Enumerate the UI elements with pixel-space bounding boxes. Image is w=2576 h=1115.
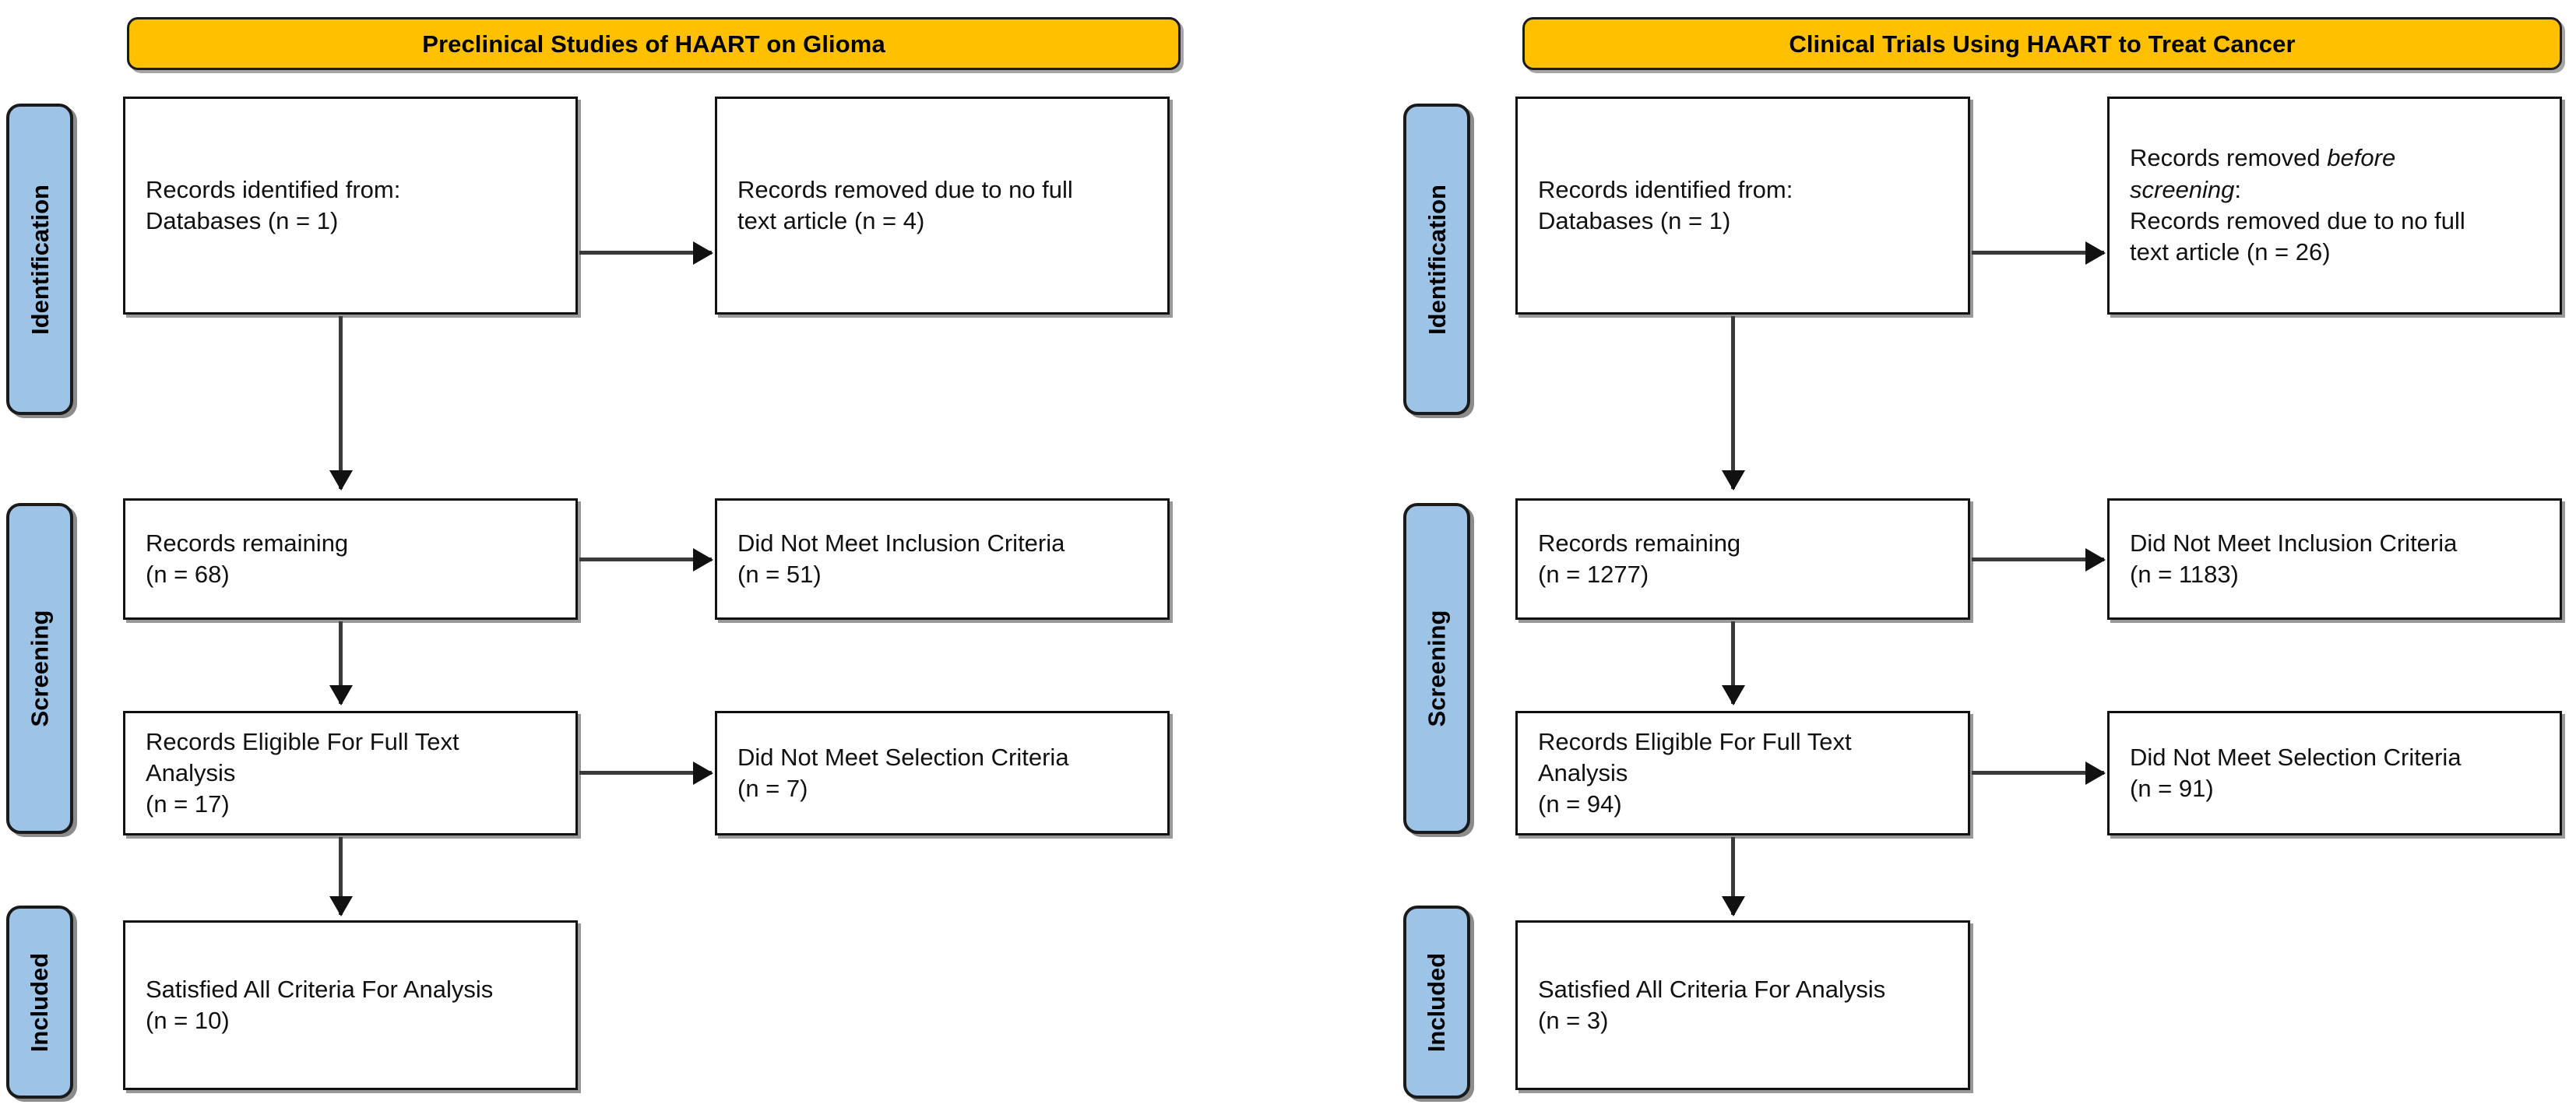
box-line: Did Not Meet Inclusion Criteria — [2130, 529, 2458, 557]
box-line: (n = 94) — [1538, 790, 1622, 818]
box-line: Did Not Meet Inclusion Criteria — [737, 529, 1065, 557]
panel-clinical: Clinical Trials Using HAART to Treat Can… — [1288, 0, 2576, 1115]
removed-italic-before: before — [2327, 144, 2396, 172]
box-not-meet-inclusion: Did Not Meet Inclusion Criteria (n = 118… — [2107, 498, 2562, 620]
box-line: Satisfied All Criteria For Analysis — [146, 975, 494, 1003]
connector-remaining-to-eligible — [339, 621, 343, 704]
connector-identified-to-remaining — [339, 316, 343, 489]
box-line: (n = 7) — [737, 775, 808, 802]
box-line: Records removed due to no full — [737, 175, 1073, 203]
box-records-removed: Records removed due to no full text arti… — [715, 97, 1170, 315]
box-line: Records Eligible For Full Text — [1538, 727, 1852, 755]
box-text: Records remaining (n = 68) — [125, 528, 575, 591]
box-records-remaining: Records remaining (n = 68) — [123, 498, 578, 620]
connector-eligible-to-satisfied — [339, 837, 343, 915]
stage-label-included: Included — [6, 906, 73, 1099]
connector-identified-to-remaining — [1731, 316, 1735, 489]
box-line: Did Not Meet Selection Criteria — [2130, 743, 2462, 771]
box-text: Did Not Meet Inclusion Criteria (n = 118… — [2110, 528, 2560, 591]
box-line: Records remaining — [146, 529, 349, 557]
box-not-meet-selection: Did Not Meet Selection Criteria (n = 91) — [2107, 711, 2562, 835]
panel-preclinical: Preclinical Studies of HAART on Glioma I… — [0, 0, 1288, 1115]
stage-label-text: Included — [1423, 952, 1451, 1052]
box-line: (n = 10) — [146, 1007, 230, 1034]
box-text: Satisfied All Criteria For Analysis (n =… — [1518, 974, 1968, 1037]
box-text: Records removed before screening: Record… — [2110, 142, 2560, 268]
box-text: Satisfied All Criteria For Analysis (n =… — [125, 974, 575, 1037]
box-line: (n = 17) — [146, 790, 230, 818]
box-line: Records remaining — [1538, 529, 1741, 557]
box-line: Records identified from: — [1538, 175, 1793, 203]
connector-remaining-to-not-inclusion — [1972, 558, 2104, 561]
connector-remaining-to-eligible — [1731, 621, 1735, 704]
box-line: (n = 1277) — [1538, 561, 1649, 588]
box-line: (n = 1183) — [2130, 561, 2239, 588]
box-text: Records identified from: Databases (n = … — [1518, 174, 1968, 237]
box-text: Did Not Meet Selection Criteria (n = 91) — [2110, 742, 2560, 805]
box-line: Analysis — [1538, 758, 1628, 786]
box-line: (n = 3) — [1538, 1007, 1609, 1034]
box-line: screening: — [2130, 174, 2539, 206]
box-line: (n = 51) — [737, 561, 822, 588]
box-line: Records identified from: — [146, 175, 401, 203]
stage-label-included: Included — [1403, 906, 1470, 1099]
box-line: Satisfied All Criteria For Analysis — [1538, 975, 1886, 1003]
connector-remaining-to-not-inclusion — [579, 558, 712, 561]
box-records-identified: Records identified from: Databases (n = … — [1515, 97, 1970, 315]
box-records-identified: Records identified from: Databases (n = … — [123, 97, 578, 315]
connector-identified-to-removed — [579, 251, 712, 255]
box-line: (n = 91) — [2130, 775, 2214, 802]
box-line: Did Not Meet Selection Criteria — [737, 743, 1069, 771]
box-line: Records removed due to no full — [2130, 207, 2465, 234]
box-line: (n = 68) — [146, 561, 230, 588]
box-line: text article (n = 4) — [737, 207, 925, 234]
panel-title-banner-clinical: Clinical Trials Using HAART to Treat Can… — [1522, 17, 2562, 70]
stage-label-screening: Screening — [1403, 503, 1470, 834]
stage-label-identification: Identification — [6, 104, 73, 415]
stage-label-identification: Identification — [1403, 104, 1470, 415]
box-text: Records Eligible For Full Text Analysis … — [125, 726, 575, 821]
box-line: Databases (n = 1) — [1538, 207, 1731, 234]
panel-title-text: Preclinical Studies of HAART on Glioma — [422, 30, 885, 58]
box-records-removed: Records removed before screening: Record… — [2107, 97, 2562, 315]
removed-prefix: Records removed — [2130, 144, 2328, 172]
connector-eligible-to-not-selection — [579, 771, 712, 775]
box-text: Records remaining (n = 1277) — [1518, 528, 1968, 591]
stage-label-text: Included — [26, 952, 54, 1052]
box-records-eligible: Records Eligible For Full Text Analysis … — [123, 711, 578, 835]
connector-eligible-to-not-selection — [1972, 771, 2104, 775]
box-satisfied-all-criteria: Satisfied All Criteria For Analysis (n =… — [1515, 920, 1970, 1090]
stage-label-text: Screening — [26, 610, 54, 727]
box-line: text article (n = 26) — [2130, 238, 2331, 266]
removed-italic-screening: screening — [2130, 175, 2235, 203]
box-text: Did Not Meet Selection Criteria (n = 7) — [717, 742, 1167, 805]
box-satisfied-all-criteria: Satisfied All Criteria For Analysis (n =… — [123, 920, 578, 1090]
box-records-remaining: Records remaining (n = 1277) — [1515, 498, 1970, 620]
box-line: Records removed before — [2130, 142, 2539, 174]
box-records-eligible: Records Eligible For Full Text Analysis … — [1515, 711, 1970, 835]
box-text: Did Not Meet Inclusion Criteria (n = 51) — [717, 528, 1167, 591]
stage-label-screening: Screening — [6, 503, 73, 834]
box-line: Databases (n = 1) — [146, 207, 339, 234]
connector-eligible-to-satisfied — [1731, 837, 1735, 915]
stage-label-text: Screening — [1423, 610, 1451, 727]
box-text: Records identified from: Databases (n = … — [125, 174, 575, 237]
connector-identified-to-removed — [1972, 251, 2104, 255]
stage-label-text: Identification — [1423, 184, 1451, 335]
box-line: Analysis — [146, 758, 236, 786]
removed-colon: : — [2234, 175, 2242, 203]
box-text: Records removed due to no full text arti… — [717, 174, 1167, 237]
box-text: Records Eligible For Full Text Analysis … — [1518, 726, 1968, 821]
box-not-meet-selection: Did Not Meet Selection Criteria (n = 7) — [715, 711, 1170, 835]
panel-title-text: Clinical Trials Using HAART to Treat Can… — [1789, 30, 2296, 58]
panel-title-banner-preclinical: Preclinical Studies of HAART on Glioma — [127, 17, 1181, 70]
box-not-meet-inclusion: Did Not Meet Inclusion Criteria (n = 51) — [715, 498, 1170, 620]
stage-label-text: Identification — [26, 184, 54, 335]
box-line: Records Eligible For Full Text — [146, 727, 459, 755]
